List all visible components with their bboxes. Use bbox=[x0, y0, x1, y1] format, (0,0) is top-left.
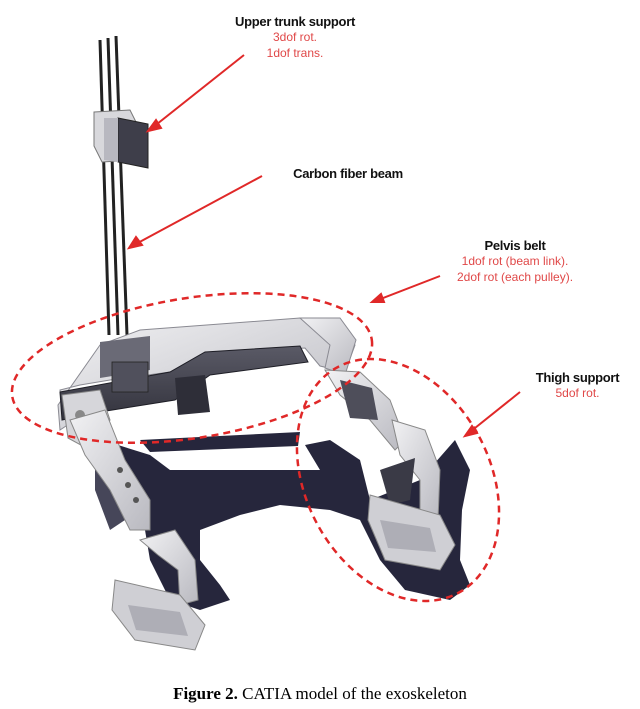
label-upper-trunk-support: Upper trunk support 3dof rot. 1dof trans… bbox=[220, 14, 370, 61]
upper-trunk-block bbox=[93, 109, 149, 169]
annotation-ellipses bbox=[10, 291, 501, 603]
label-pelvis-belt: Pelvis belt 1dof rot (beam link). 2dof r… bbox=[430, 238, 600, 285]
caption-text: CATIA model of the exoskeleton bbox=[242, 684, 467, 703]
right-leg bbox=[324, 369, 456, 571]
thigh-support-dof: 5dof rot. bbox=[555, 386, 600, 400]
upper-trunk-dof-1: 3dof rot. bbox=[272, 30, 318, 44]
label-carbon-fiber-beam: Carbon fiber beam bbox=[268, 166, 428, 181]
label-thigh-support: Thigh support 5dof rot. bbox=[515, 370, 640, 401]
pelvis-belt-dof-1: 1dof rot (beam link). bbox=[461, 254, 569, 268]
upper-trunk-title: Upper trunk support bbox=[235, 14, 355, 29]
annotation-arrows bbox=[126, 54, 521, 438]
carbon-beam-title: Carbon fiber beam bbox=[293, 166, 403, 181]
thigh-support-ellipse bbox=[295, 357, 501, 603]
left-leg bbox=[69, 409, 206, 651]
figure-number: Figure 2. bbox=[173, 684, 238, 703]
pelvis-belt-title: Pelvis belt bbox=[484, 238, 546, 253]
upper-trunk-dof-2: 1dof trans. bbox=[266, 46, 324, 60]
thigh-support-title: Thigh support bbox=[535, 370, 620, 385]
figure-caption: Figure 2. CATIA model of the exoskeleton bbox=[0, 684, 640, 704]
pelvis-belt-dof-2: 2dof rot (each pulley). bbox=[456, 270, 574, 284]
pelvis-belt-ellipse bbox=[10, 291, 374, 445]
carbon-fiber-beams bbox=[98, 35, 129, 336]
